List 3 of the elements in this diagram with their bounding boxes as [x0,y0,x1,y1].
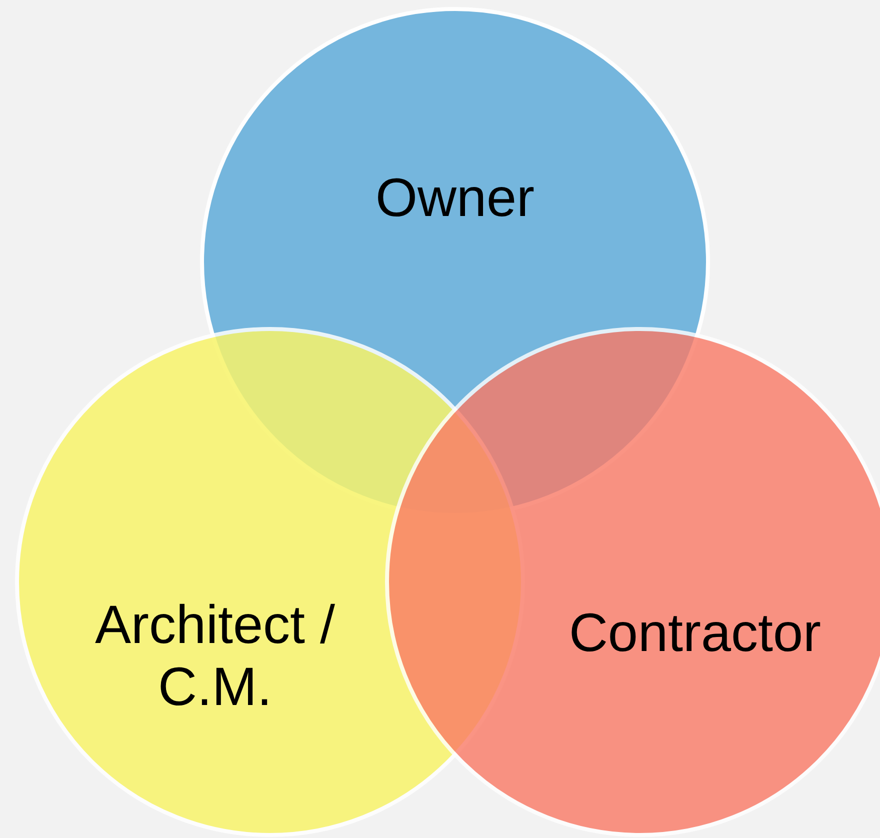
circle-label: Owner [374,167,536,230]
circle-label: Contractor [568,602,822,664]
circle-label: Architect / C.M. [94,594,336,718]
